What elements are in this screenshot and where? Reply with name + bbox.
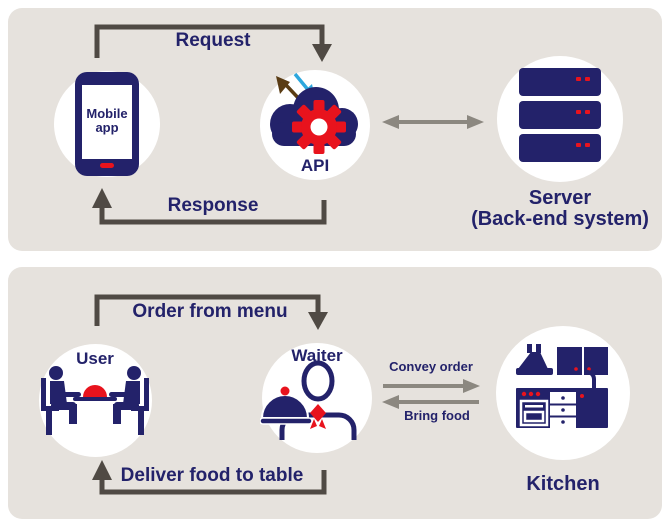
- server-label-line2: (Back-end system): [471, 208, 649, 230]
- waiter-label: Waiter: [291, 346, 343, 365]
- waiter-head: [301, 360, 335, 402]
- counter-stove: [516, 388, 608, 428]
- bring-arrow-icon: [382, 395, 479, 409]
- drawers: [550, 392, 576, 428]
- cloud-gear-icon: [270, 72, 358, 154]
- server-label-line1: Server: [528, 187, 592, 209]
- oven-door: [519, 399, 549, 427]
- convey-arrow-icon: [383, 379, 480, 393]
- sync-arrow-icon: [382, 115, 484, 129]
- diners-at-table-icon: [41, 366, 149, 435]
- bow-tie-icon: [310, 404, 326, 429]
- order-label: Order from menu: [132, 301, 288, 322]
- diner-right: [109, 366, 149, 435]
- cloche-icon: [260, 386, 313, 425]
- kitchen-label: Kitchen: [526, 473, 600, 495]
- mobile-app-label-line1: Mobile: [86, 106, 127, 121]
- response-label: Response: [167, 195, 259, 216]
- waiter-with-cloche-icon: [260, 360, 357, 440]
- gear-icon: [292, 100, 346, 154]
- server-label: Server (Back-end system): [440, 188, 670, 230]
- smartphone-icon: Mobile app: [75, 72, 139, 176]
- request-label: Request: [175, 30, 251, 51]
- mobile-app-label-line2: app: [95, 120, 118, 135]
- upper-cabinet: [557, 347, 608, 375]
- diner-left: [41, 366, 81, 435]
- response-arrow-icon: [92, 188, 327, 225]
- deliver-label: Deliver food to table: [120, 465, 304, 486]
- range-hood: [516, 344, 553, 375]
- bring-label: Bring food: [404, 408, 470, 423]
- api-label: API: [300, 156, 330, 175]
- download-arrow-icon: [293, 72, 311, 93]
- request-arrow-icon: [94, 24, 332, 62]
- food-dome-icon: [83, 385, 107, 397]
- server-stack-icon: [519, 68, 601, 162]
- order-arrow-icon: [94, 294, 328, 330]
- kitchen-stove-icon: [516, 344, 608, 428]
- convey-label: Convey order: [389, 359, 473, 374]
- table: [73, 397, 117, 401]
- faucet-icon: [585, 370, 596, 388]
- deliver-arrow-icon: [92, 460, 327, 495]
- user-label: User: [76, 349, 114, 368]
